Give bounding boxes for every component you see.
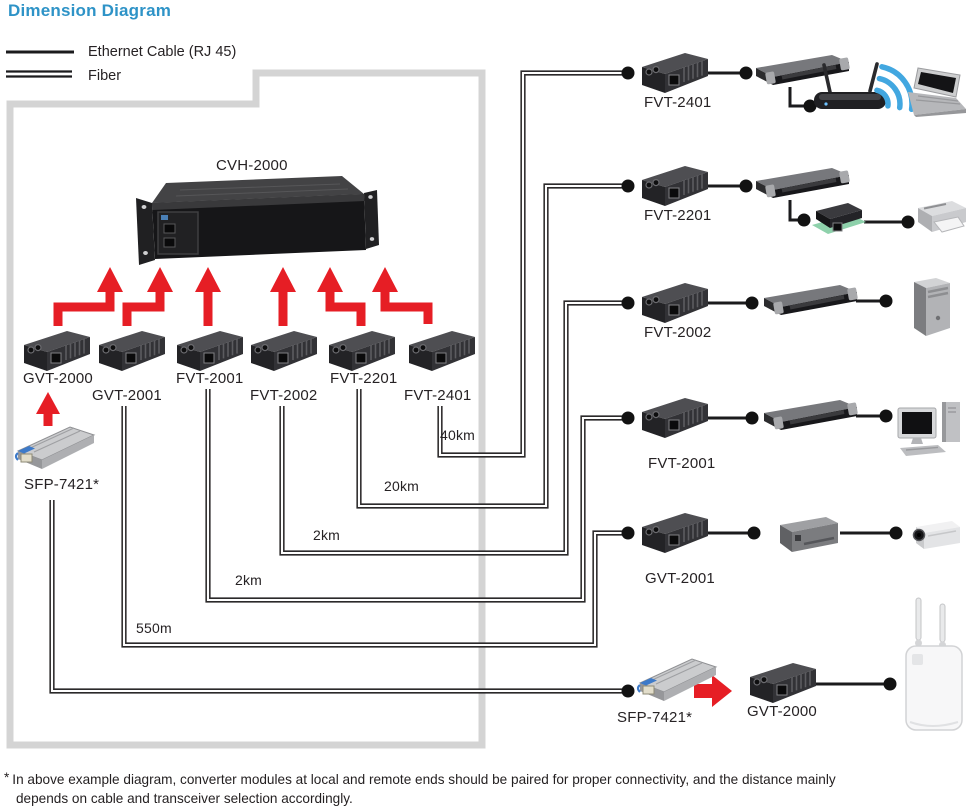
chassis-label: CVH-2000	[216, 157, 288, 174]
media-converter-fvt2201-illustration	[328, 330, 396, 372]
local-label-fvt2002: FVT-2002	[250, 387, 318, 404]
local-label-fvt2001: FVT-2001	[176, 370, 244, 387]
printer-illustration	[917, 200, 967, 233]
remote-label-gvt2000: GVT-2000	[747, 703, 817, 720]
uplink-arrows	[53, 267, 433, 326]
ip-camera-illustration	[912, 520, 961, 550]
remote-sfp-label: SFP-7421*	[617, 709, 693, 726]
uplink-arrow-gvt2000	[53, 267, 123, 326]
media-converter-gvt2000-illustration	[23, 330, 91, 372]
footnote-line2: depends on cable and transceiver selecti…	[16, 791, 353, 806]
distance-label-40km: 40km	[440, 427, 476, 443]
connection-dots	[621, 66, 915, 698]
media-converter-remote-fvt2002-illustration	[641, 282, 709, 324]
sfp-right-arrow	[694, 675, 732, 707]
uplink-arrow-fvt2001	[195, 267, 221, 326]
fiber-route-sfp	[49, 500, 622, 694]
local-label-fvt2401: FVT-2401	[404, 387, 472, 404]
media-converter-remote-gvt2001-illustration	[641, 512, 709, 554]
remote-label-fvt2002: FVT-2002	[644, 324, 712, 341]
media-converter-remote-fvt2001-illustration	[641, 397, 709, 439]
legend-fiber-line-sample	[6, 70, 72, 78]
fiber-route-20km	[356, 183, 622, 509]
media-converter-fvt2401-illustration	[408, 330, 476, 372]
distance-label-550m: 550m	[136, 620, 172, 636]
local-label-gvt2001: GVT-2001	[92, 387, 162, 404]
remote-label-gvt2001: GVT-2001	[645, 570, 715, 587]
fiber-route-40km	[437, 70, 622, 458]
local-sfp-label: SFP-7421*	[24, 476, 100, 493]
remote-label-fvt2201: FVT-2201	[644, 207, 712, 224]
print-server-illustration	[811, 202, 867, 235]
uplink-arrow-fvt2002	[270, 267, 296, 326]
fiber-route-2km-fvt2002	[279, 300, 622, 556]
footnote-line1: In above example diagram, converter modu…	[12, 772, 836, 787]
page-title: Dimension Diagram	[8, 1, 172, 20]
legend-ethernet-label: Ethernet Cable (RJ 45)	[88, 44, 237, 60]
fiber-route-2km-fvt2001	[205, 389, 622, 603]
video-server-illustration	[778, 515, 840, 554]
diagram-border	[6, 69, 486, 749]
media-converter-remote-fvt2201-illustration	[641, 165, 709, 207]
distance-label-2km-a: 2km	[313, 527, 341, 543]
rack-switch-illustration	[762, 398, 860, 432]
desktop-pc-illustration	[897, 401, 961, 457]
media-converter-fvt2001-illustration	[176, 330, 244, 372]
ethernet-links	[704, 71, 906, 686]
media-converter-gvt2001-illustration	[98, 330, 166, 372]
rack-switch-illustration	[762, 283, 860, 317]
distance-label-20km: 20km	[384, 478, 420, 494]
uplink-arrow-gvt2001	[122, 267, 173, 326]
fiber-routes	[49, 70, 622, 694]
media-converter-remote-gvt2000-illustration	[749, 662, 817, 704]
sfp-module-local-illustration	[14, 425, 96, 471]
local-label-fvt2201: FVT-2201	[330, 370, 398, 387]
laptop-illustration	[907, 67, 967, 118]
outdoor-ap-illustration	[905, 597, 963, 731]
rack-switch-illustration	[754, 53, 852, 87]
remote-label-fvt2401: FVT-2401	[644, 94, 712, 111]
legend-fiber-label: Fiber	[88, 68, 122, 84]
rack-switch-illustration	[754, 166, 852, 200]
uplink-arrow-fvt2401	[372, 267, 433, 324]
distance-label-2km-b: 2km	[235, 572, 263, 588]
media-converter-remote-fvt2401-illustration	[641, 52, 709, 94]
fiber-route-550m	[121, 406, 622, 648]
local-label-gvt2000: GVT-2000	[23, 370, 93, 387]
uplink-arrow-fvt2201	[317, 267, 366, 326]
tower-pc-illustration	[912, 276, 952, 338]
sfp-up-arrow	[36, 392, 60, 426]
chassis-illustration	[136, 176, 379, 265]
remote-label-fvt2001: FVT-2001	[648, 455, 716, 472]
media-converter-fvt2002-illustration	[250, 330, 318, 372]
footnote: *In above example diagram, converter mod…	[4, 770, 962, 808]
footnote-marker: *	[4, 770, 10, 785]
wireless-router-illustration	[812, 62, 888, 111]
